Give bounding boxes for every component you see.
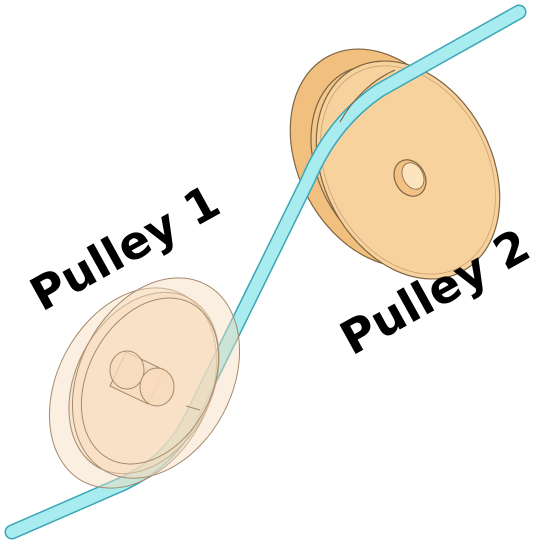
pulley-1-inner-ring [80, 297, 220, 465]
pulley-1-axle-end-near [139, 367, 175, 407]
pulley-2-axle-bore [401, 162, 425, 190]
pulley-2-rim-ring [320, 65, 496, 275]
pulley-2 [289, 48, 501, 280]
pulley-1-seam [185, 405, 201, 411]
pulley-2-front-edge [339, 69, 396, 123]
rope-body [6, 6, 525, 538]
pulley-1-axle-end-far [109, 350, 145, 390]
rope [4, 4, 527, 540]
pulley-2-front-overlap [339, 69, 396, 123]
pulley-1-axle [109, 350, 175, 407]
pulley-1 [48, 277, 241, 489]
